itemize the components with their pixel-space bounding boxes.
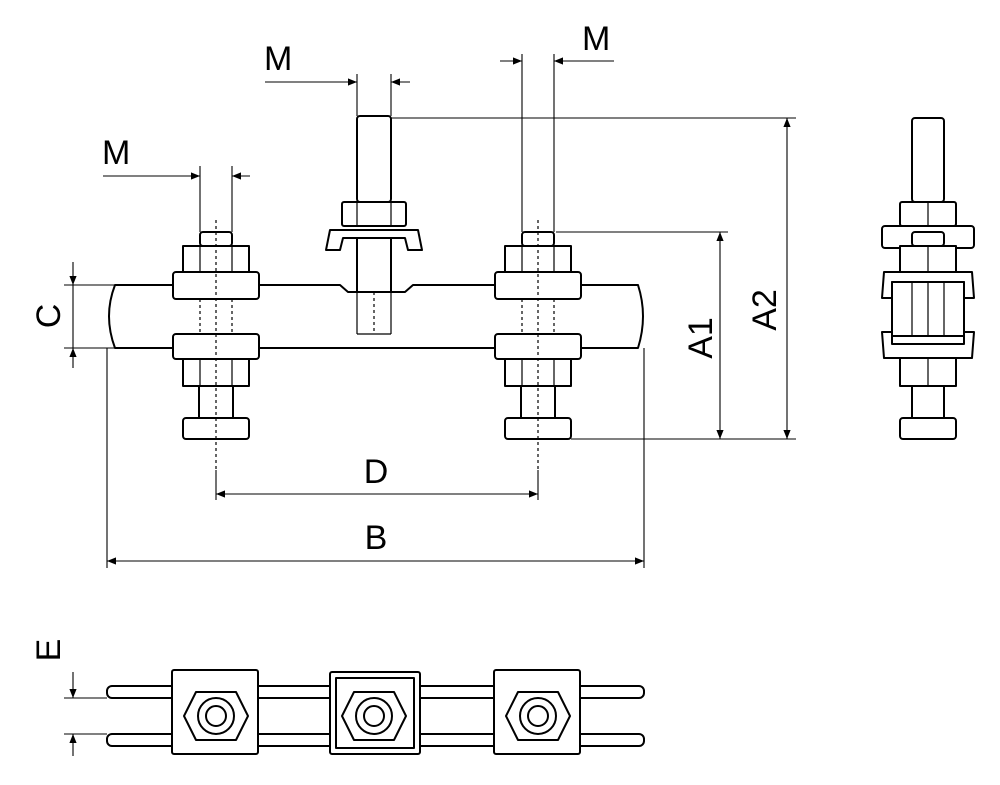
label-c: C (30, 304, 68, 329)
left-clamp (172, 231, 260, 440)
top-clamp-center (329, 671, 421, 755)
top-clamp-right (493, 669, 581, 755)
top-clamp-left (171, 669, 259, 755)
label-m-center: M (264, 40, 292, 78)
side-view (881, 117, 975, 440)
label-a1: A1 (682, 317, 720, 359)
dimension-lines (64, 54, 796, 756)
label-m-right: M (582, 20, 610, 58)
label-m-left: M (102, 134, 130, 172)
label-d: D (364, 453, 389, 491)
top-view (106, 669, 645, 755)
label-e: E (30, 639, 68, 662)
label-b: B (365, 519, 388, 557)
label-a2: A2 (746, 289, 784, 331)
center-stud (325, 115, 423, 335)
front-view (108, 115, 644, 470)
